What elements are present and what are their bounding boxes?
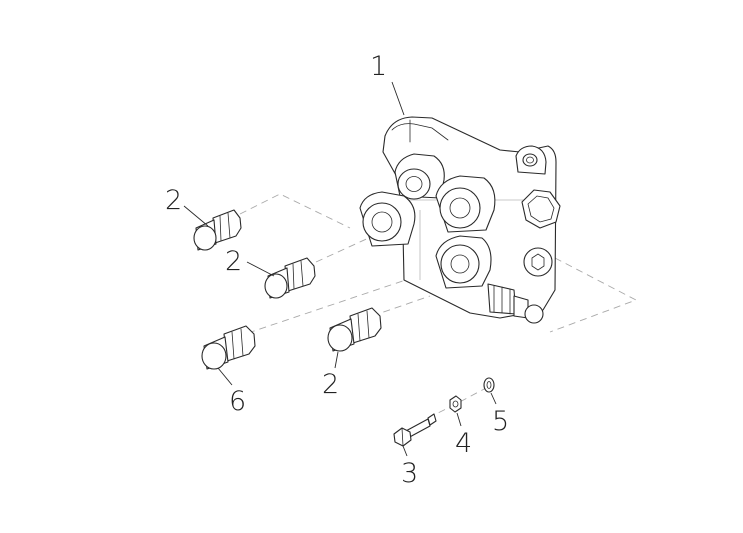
valve-body — [359, 116, 561, 324]
fitting-lower-left — [201, 325, 256, 370]
leader-lines — [183, 81, 497, 457]
fitting-middle — [264, 257, 316, 299]
callout-5: 5 — [492, 406, 509, 437]
fitting-upper-left — [193, 209, 242, 251]
nut — [449, 395, 462, 413]
bolt — [393, 413, 437, 447]
callout-2-upper-left: 2 — [165, 185, 182, 216]
fitting-lower-center — [327, 307, 382, 352]
callout-1: 1 — [370, 51, 387, 82]
callout-4: 4 — [455, 428, 472, 459]
callout-2-lower: 2 — [322, 369, 339, 400]
washer — [483, 377, 495, 393]
callout-numbers: 1 2 2 2 3 4 5 6 — [165, 51, 509, 489]
callout-3: 3 — [401, 458, 418, 489]
callout-2-middle: 2 — [225, 246, 242, 277]
callout-6: 6 — [229, 386, 246, 417]
